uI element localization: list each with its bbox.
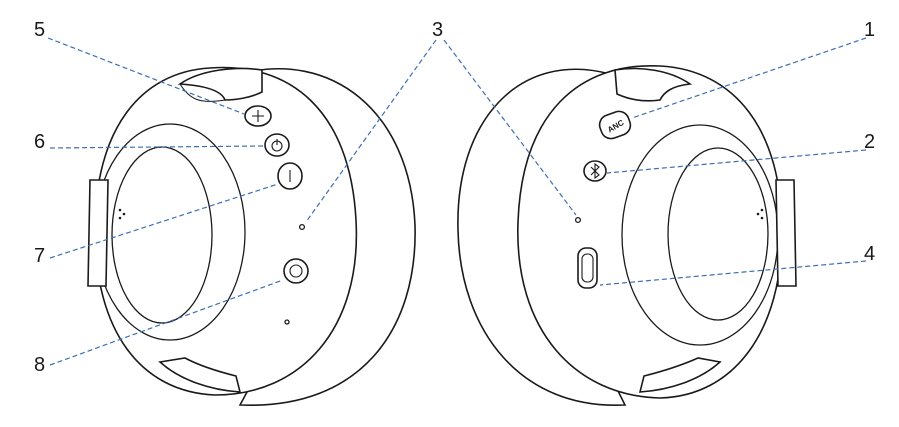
callout-2: 2: [864, 131, 876, 153]
right-headband-slider-top: [614, 67, 693, 102]
usb-c-port-icon: [577, 247, 598, 289]
anc-button-icon[interactable]: ANC: [597, 109, 633, 142]
left-small-hole: [284, 319, 290, 325]
right-inner-plate: [667, 147, 769, 321]
right-headband-slider-bottom: [638, 357, 722, 393]
callout-4: 4: [864, 243, 876, 265]
callout-8: 8: [34, 354, 46, 376]
callout-1: 1: [864, 19, 876, 41]
right-mic-icon: [756, 208, 764, 220]
callout-5: 5: [34, 19, 46, 41]
left-inner-plate: [111, 146, 213, 324]
bluetooth-button-icon[interactable]: [583, 160, 607, 182]
left-headband-slider-bottom: [158, 357, 242, 393]
audio-jack-port-icon: [283, 258, 309, 284]
callout-6: 6: [34, 131, 46, 153]
left-headband-slider-top: [177, 67, 263, 101]
power-button-icon[interactable]: [264, 133, 290, 157]
volume-button-icon[interactable]: [244, 105, 272, 127]
callout-7: 7: [34, 245, 46, 267]
right-mic-hole: [574, 216, 582, 224]
right-pad-edge: [775, 179, 797, 287]
left-earcup: [87, 66, 416, 406]
left-mic-icon: [118, 208, 126, 220]
left-mic-hole: [298, 223, 306, 231]
toggle-button-icon[interactable]: [277, 162, 303, 190]
callout-3: 3: [432, 19, 444, 41]
leader-lines: [47, 37, 867, 366]
right-earcup: ANC: [457, 65, 797, 406]
left-pad-edge: [87, 179, 109, 287]
